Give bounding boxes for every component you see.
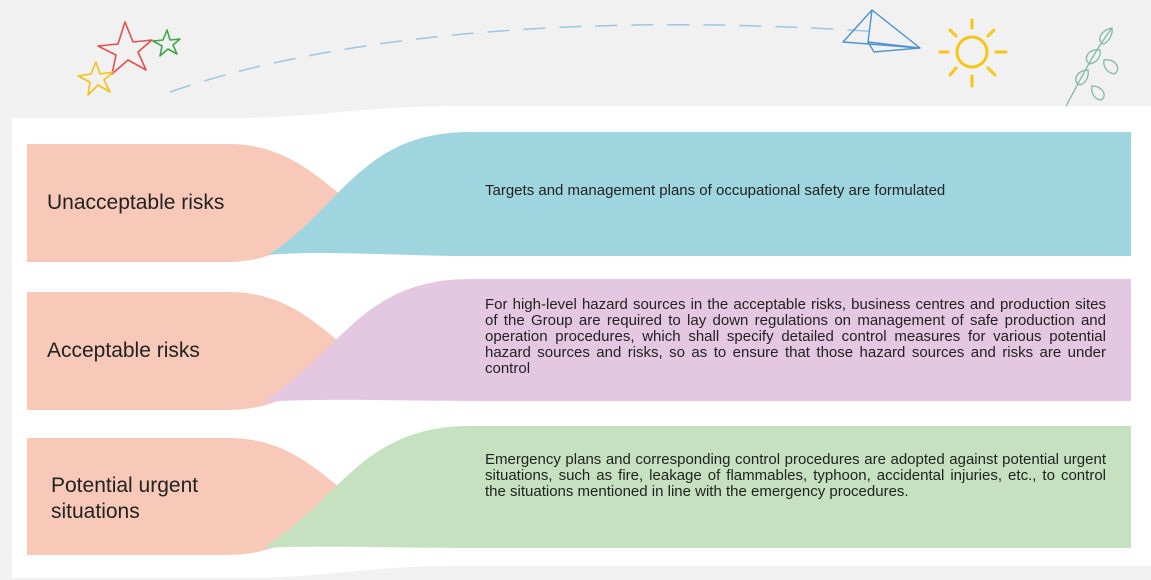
risk-row [27,132,1131,262]
row-description-unacceptable-risks: Targets and management plans of occupati… [485,182,946,199]
row-right-band [262,426,1131,548]
row-left-band [27,144,350,262]
risk-row [27,279,1131,410]
sun-icon [938,18,1008,88]
row-left-band [27,292,350,410]
row-label-potential-urgent-situations: Potential urgent situations [51,474,199,523]
star-icon [97,21,153,75]
row-right-band [268,132,1131,256]
paper-plane-icon [842,9,921,53]
star-icon [77,61,114,96]
flight-path [169,23,881,93]
row-right-band [262,279,1131,402]
header-decorations [77,9,1119,109]
row-label-acceptable-risks: Acceptable risks [47,339,200,362]
row-label-unacceptable-risks: Unacceptable risks [47,191,225,214]
leaf-icon [1064,27,1119,109]
row-left-band [27,438,350,555]
row-description-acceptable-risks: For high-level hazard sources in the acc… [485,296,1106,377]
risk-row [27,426,1131,555]
row-description-potential-urgent-situations: Emergency plans and corresponding contro… [485,451,1106,500]
star-icon [152,29,181,57]
